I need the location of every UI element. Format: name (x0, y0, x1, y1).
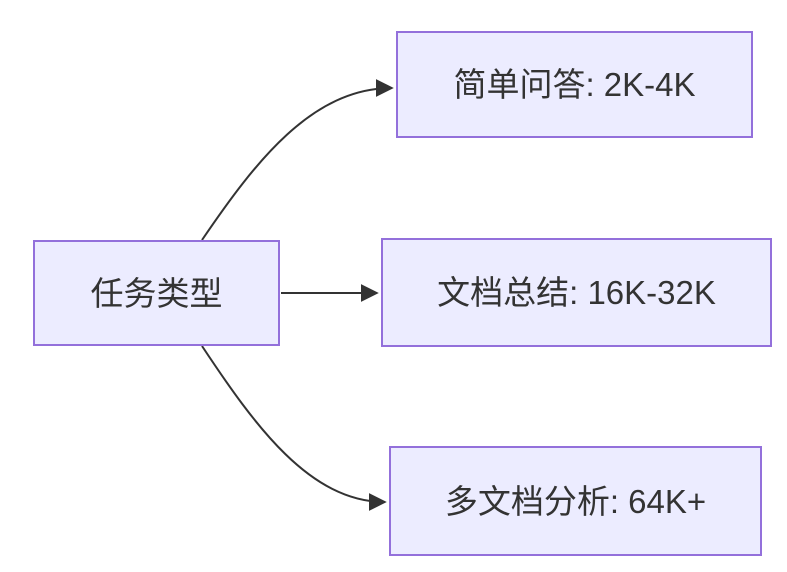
node-doc-summary: 文档总结: 16K-32K (381, 238, 772, 347)
node-doc-summary-label: 文档总结: 16K-32K (437, 274, 716, 311)
node-task-type-label: 任务类型 (90, 274, 223, 312)
edge-task-type-to-simple-qa (201, 79, 394, 241)
edge-task-type-to-multi-doc-analysis (201, 345, 387, 511)
node-simple-qa: 简单问答: 2K-4K (396, 31, 753, 138)
node-multi-doc-analysis-label: 多文档分析: 64K+ (444, 482, 707, 520)
node-task-type: 任务类型 (33, 240, 280, 346)
node-simple-qa-label: 简单问答: 2K-4K (453, 66, 696, 103)
node-multi-doc-analysis: 多文档分析: 64K+ (389, 446, 762, 556)
